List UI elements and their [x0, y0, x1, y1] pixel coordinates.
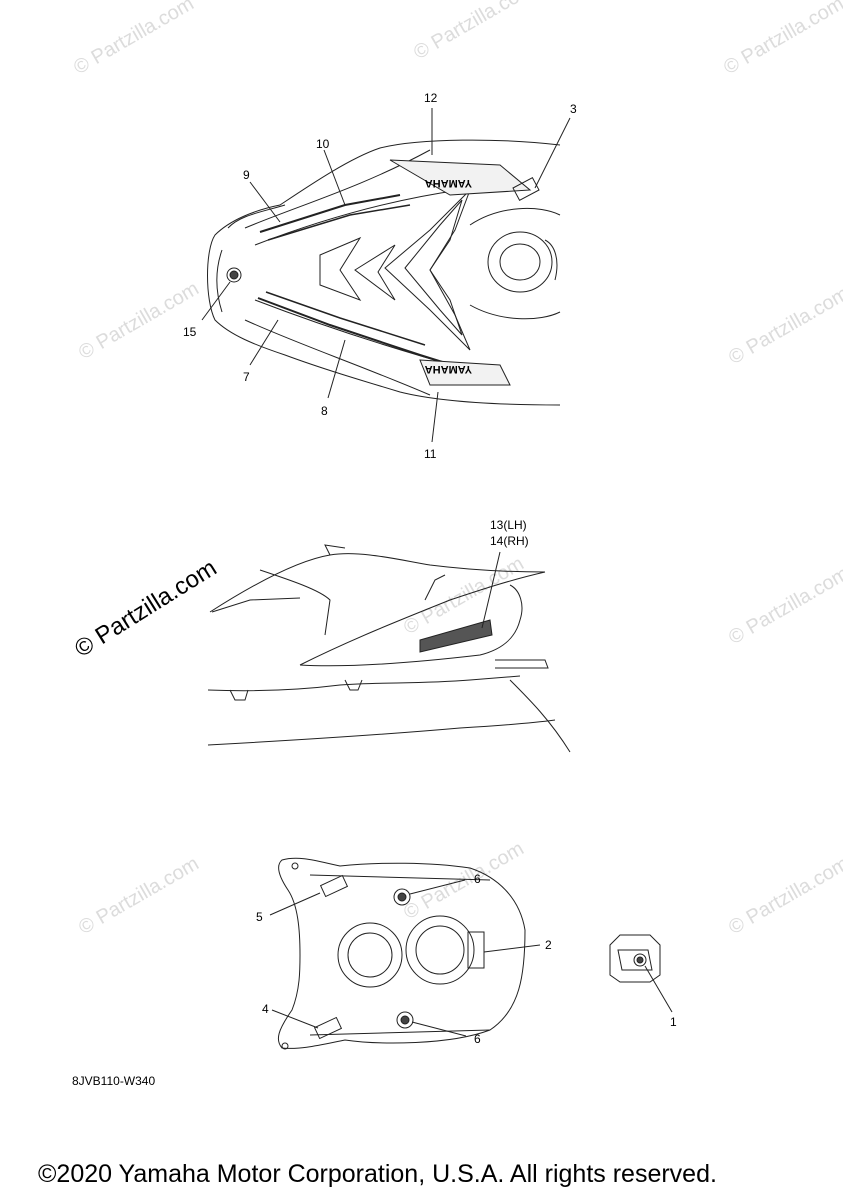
callout-14: 14(RH): [490, 534, 529, 548]
callout-12: 12: [424, 91, 438, 105]
diagram-code: 8JVB110-W340: [72, 1074, 156, 1088]
callout-9: 9: [243, 168, 250, 182]
callout-2: 2: [545, 938, 552, 952]
callout-6a: 6: [474, 872, 481, 886]
copyright-notice: ©2020 Yamaha Motor Corporation, U.S.A. A…: [38, 1160, 717, 1188]
callout-10: 10: [316, 137, 330, 151]
callout-3: 3: [570, 102, 577, 116]
callout-5: 5: [256, 910, 263, 924]
callout-4: 4: [262, 1002, 269, 1016]
side-view: [207, 544, 571, 753]
callout-7: 7: [243, 370, 250, 384]
top-deck-view: [201, 108, 571, 443]
rear-deck-view: [269, 857, 673, 1050]
callout-15: 15: [183, 325, 197, 339]
callout-13: 13(LH): [490, 518, 527, 532]
callout-8: 8: [321, 404, 328, 418]
decal-text: YAMAHA: [425, 177, 472, 189]
callout-1: 1: [670, 1015, 677, 1029]
callout-6b: 6: [474, 1032, 481, 1046]
decal-text: YAMAHA: [425, 363, 472, 375]
callout-11: 11: [424, 447, 437, 461]
